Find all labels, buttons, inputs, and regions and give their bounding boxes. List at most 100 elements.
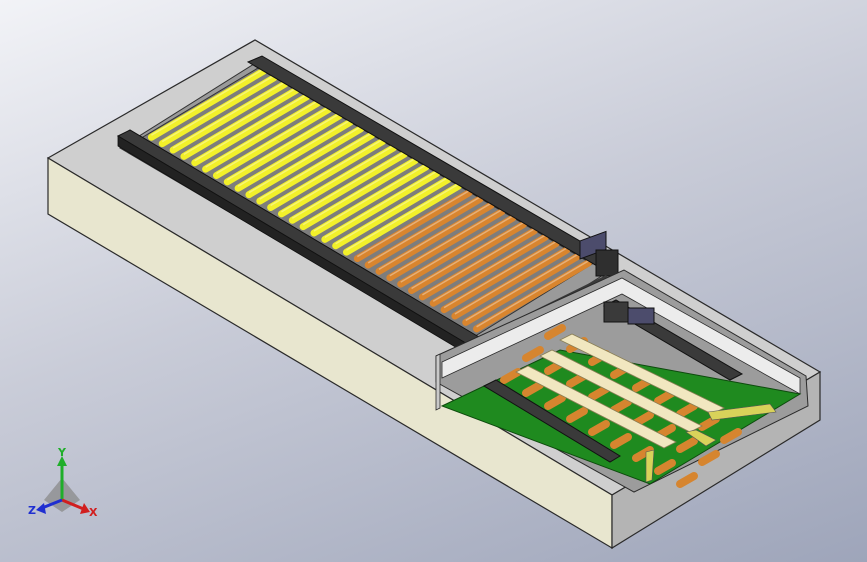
roller <box>212 106 332 180</box>
roller-highlight <box>432 234 546 302</box>
roller-highlight <box>346 183 459 251</box>
roller-highlight <box>205 100 318 168</box>
roller <box>408 220 528 294</box>
roller <box>299 157 419 231</box>
roller <box>245 125 365 199</box>
roller-highlight <box>335 177 449 245</box>
triad-y-label: Y <box>57 446 67 459</box>
pit-roller <box>522 346 544 362</box>
triad-x-label: X <box>89 506 98 519</box>
roller <box>147 67 267 141</box>
roller <box>234 118 354 192</box>
roller-highlight <box>248 126 362 194</box>
roller-highlight <box>400 215 514 283</box>
roller-highlight <box>476 260 589 328</box>
roller-highlight <box>302 157 416 226</box>
pit-roller <box>588 420 610 436</box>
roller-highlight <box>281 145 394 213</box>
roller <box>375 201 495 275</box>
main-conveyor[interactable] <box>116 55 619 359</box>
pit-roller <box>676 472 698 488</box>
roller <box>158 74 278 148</box>
pit-slat <box>559 333 725 415</box>
pit-support-2 <box>707 403 777 421</box>
roller <box>288 150 408 224</box>
roller-highlight <box>259 132 373 200</box>
roller <box>386 208 506 282</box>
triad-x-axis <box>61 498 87 512</box>
pit-roller <box>610 398 632 414</box>
pit-support-3 <box>685 429 717 447</box>
roller-highlight <box>324 170 438 239</box>
roller-highlight <box>237 119 351 187</box>
pit-roller <box>588 385 610 401</box>
roller <box>321 169 441 243</box>
roller-highlight <box>226 113 340 181</box>
roller <box>191 93 311 167</box>
roller-highlight <box>270 138 384 207</box>
pit-left-wall <box>435 353 441 411</box>
roller <box>440 240 560 314</box>
roller <box>353 189 473 263</box>
roller <box>429 233 549 307</box>
triad-z-label: Z <box>28 504 36 517</box>
roller-highlight <box>183 87 297 156</box>
transfer-pit[interactable] <box>435 269 809 493</box>
roller-highlight <box>443 240 557 309</box>
roller-highlight <box>216 106 329 175</box>
pit-slat <box>539 349 703 433</box>
pit-motor-icon[interactable] <box>603 301 655 325</box>
pit-support-1 <box>645 449 655 483</box>
roller <box>223 112 343 186</box>
roller-highlight <box>172 81 286 149</box>
roller <box>267 137 387 211</box>
roller <box>418 227 538 301</box>
pit-roller <box>566 407 588 423</box>
roller-highlight <box>151 68 264 136</box>
orientation-triad[interactable]: Y X Z <box>28 446 98 519</box>
roller-highlight <box>194 94 308 162</box>
pit-roller <box>544 394 566 410</box>
roller <box>256 131 376 205</box>
roller <box>397 214 517 288</box>
pit-left-rail <box>482 379 621 463</box>
roller-highlight <box>411 221 524 290</box>
triad-z-arrow-icon <box>36 503 46 514</box>
roller <box>277 144 397 218</box>
roller-highlight <box>161 74 275 143</box>
roller-highlight <box>367 196 481 264</box>
pit-roller <box>698 415 720 431</box>
conveyor-rollers <box>147 67 593 333</box>
pit-roller <box>632 411 654 427</box>
roller <box>202 99 322 173</box>
pit-roller <box>544 324 566 340</box>
pit-roller <box>720 428 742 444</box>
roller <box>169 80 289 154</box>
pit-slats <box>515 333 725 449</box>
pit-roller <box>654 389 676 405</box>
pit-roller <box>654 459 676 475</box>
triad-z-axis <box>41 498 63 510</box>
pit-roller <box>676 402 698 418</box>
roller <box>451 246 571 320</box>
roller <box>462 252 582 326</box>
conveyor-motor-icon[interactable] <box>579 230 619 277</box>
pit-slat <box>515 365 677 449</box>
pit-roller <box>610 433 632 449</box>
roller <box>310 163 430 237</box>
roller <box>364 195 484 269</box>
pit-roller <box>522 381 544 397</box>
roller <box>180 86 300 160</box>
roller-highlight <box>356 189 470 258</box>
roller-highlight <box>389 209 503 277</box>
roller-highlight <box>422 228 535 296</box>
pit-roller <box>676 437 698 453</box>
roller-highlight <box>454 247 568 315</box>
roller-highlight <box>378 202 492 270</box>
roller-highlight <box>465 253 579 322</box>
triad-y-arrow-icon <box>57 456 67 466</box>
pit-roller <box>500 368 522 384</box>
roller <box>343 182 463 256</box>
roller <box>473 259 593 333</box>
